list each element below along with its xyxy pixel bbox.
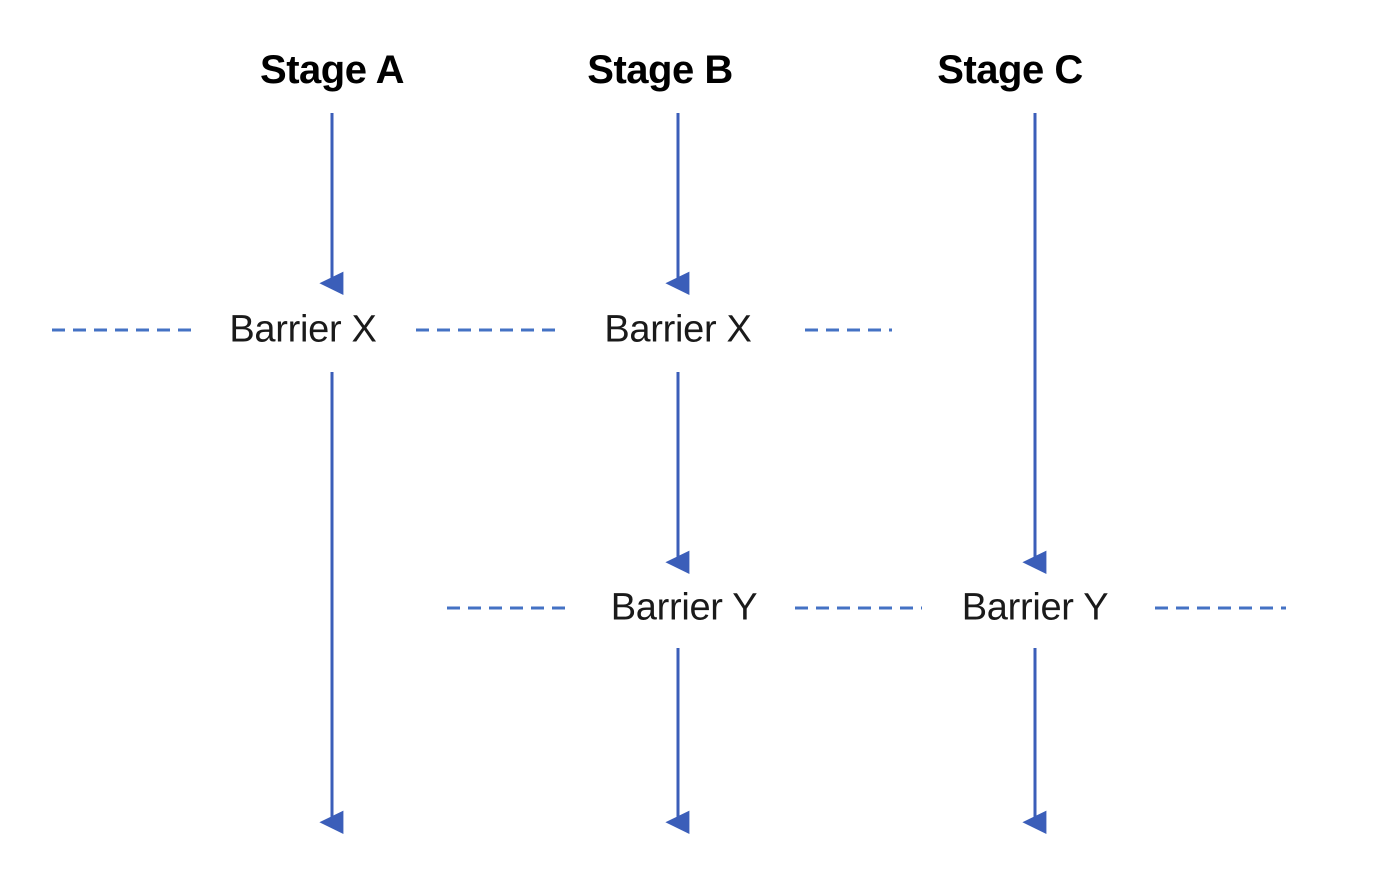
barrier-node-x-stage-a: Barrier X bbox=[219, 308, 387, 352]
dashed-link-group bbox=[52, 328, 1286, 610]
barrier-node-y-stage-b: Barrier Y bbox=[600, 586, 768, 630]
stage-header-c: Stage C bbox=[937, 48, 1083, 92]
stage-header-b: Stage B bbox=[587, 48, 733, 92]
barrier-node-y-stage-c: Barrier Y bbox=[951, 586, 1119, 630]
barrier-node-x-stage-b: Barrier X bbox=[594, 308, 762, 352]
stage-header-a: Stage A bbox=[260, 48, 404, 92]
arrow-group bbox=[319, 113, 1047, 835]
